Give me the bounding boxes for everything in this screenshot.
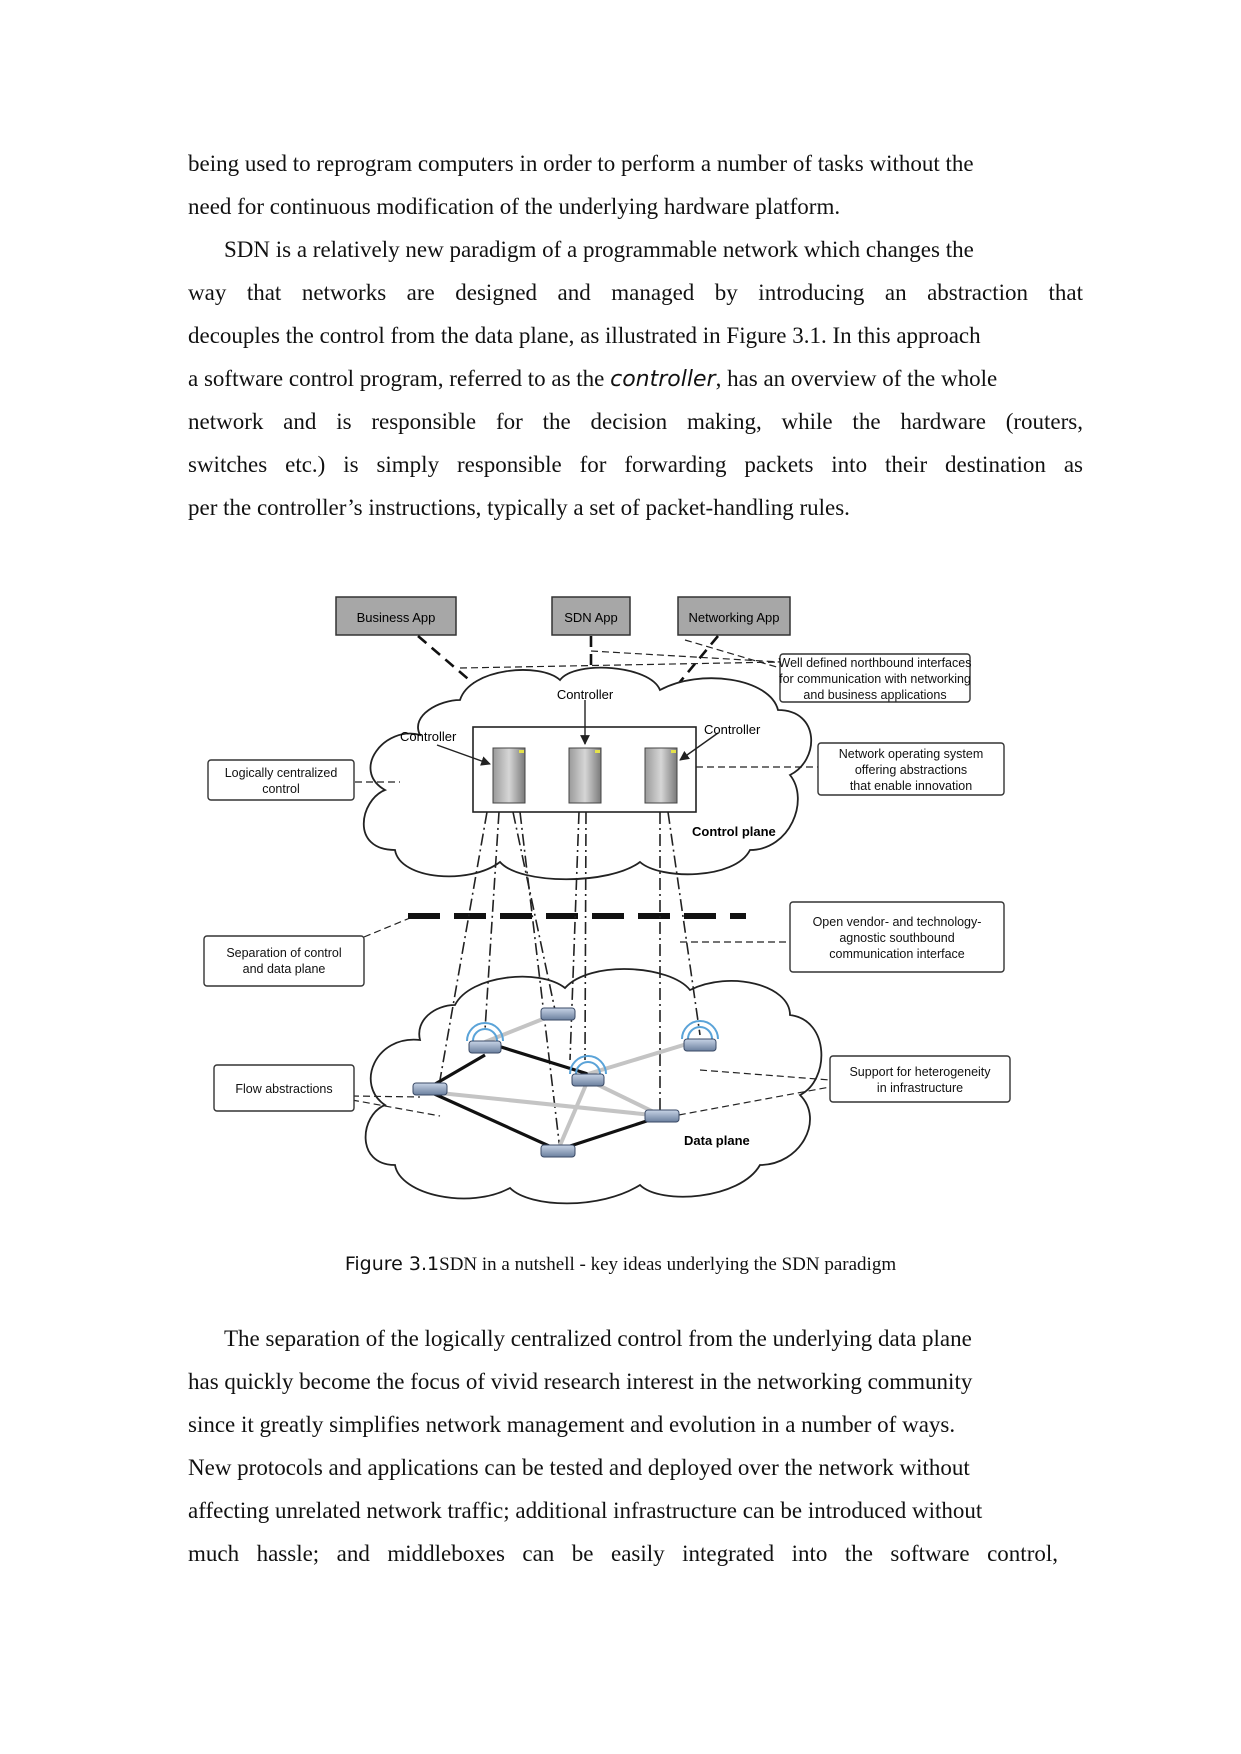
body-text-line: being used to reprogram computers in ord… (188, 151, 974, 176)
southbound-links (439, 811, 701, 1151)
heterogeneity-text: in infrastructure (877, 1081, 963, 1095)
data-plane-label: Data plane (684, 1133, 750, 1148)
southbound-text: communication interface (829, 947, 965, 961)
controller-label-top: Controller (557, 687, 614, 702)
controller-label-left: Controller (400, 729, 457, 744)
body-text-line: way that networks are designed and manag… (188, 280, 1083, 305)
southbound-text: agnostic southbound (839, 931, 954, 945)
callout-pointers (351, 639, 831, 1118)
control-plane-label: Control plane (692, 824, 776, 839)
figure-caption: Figure 3.1SDN in a nutshell - key ideas … (0, 1253, 1241, 1276)
body-text-line: switches etc.) is simply responsible for… (188, 452, 1083, 477)
body-text-line: per the controller’s instructions, typic… (188, 495, 850, 520)
body-text-line: affecting unrelated network traffic; add… (188, 1498, 983, 1523)
switch-icons (412, 1007, 680, 1158)
northbound-text: and business applications (803, 688, 946, 702)
flow-abstractions-text: Flow abstractions (235, 1082, 332, 1096)
nos-text: that enable innovation (850, 779, 972, 793)
sdn-app-label: SDN App (564, 610, 617, 625)
body-text-line: much hassle; and middleboxes can be easi… (188, 1541, 1058, 1566)
wireless-router-icons (466, 1020, 719, 1087)
server-icons (492, 747, 678, 804)
body-text-line: network and is responsible for the decis… (188, 409, 1083, 434)
business-app-label: Business App (357, 610, 436, 625)
text-run: a software control program, referred to … (188, 366, 611, 391)
separation-text: and data plane (243, 962, 326, 976)
logically-centralized-text: Logically centralized (225, 766, 338, 780)
heterogeneity-text: Support for heterogeneity (849, 1065, 991, 1079)
body-text-line: a software control program, referred to … (188, 365, 997, 394)
networking-app-label: Networking App (688, 610, 779, 625)
body-text-line: has quickly become the focus of vivid re… (188, 1369, 973, 1394)
nos-text: Network operating system (839, 747, 984, 761)
body-text-line: need for continuous modification of the … (188, 194, 841, 219)
body-text-line: The separation of the logically centrali… (224, 1326, 972, 1351)
app-boxes: Business App SDN App Networking App (335, 596, 791, 636)
southbound-text: Open vendor- and technology- (813, 915, 982, 929)
emphasis-controller: controller (610, 367, 716, 392)
body-text-line: since it greatly simplifies network mana… (188, 1412, 956, 1437)
nos-text: offering abstractions (855, 763, 967, 777)
body-text-line: New protocols and applications can be te… (188, 1455, 970, 1480)
separation-text: Separation of control (226, 946, 341, 960)
logically-centralized-text: control (262, 782, 300, 796)
controller-label-right: Controller (704, 722, 761, 737)
northbound-text: for communication with networking (779, 672, 971, 686)
text-run: , has an overview of the whole (715, 366, 998, 391)
northbound-text: Well defined northbound interfaces (779, 656, 972, 670)
body-text-line: SDN is a relatively new paradigm of a pr… (224, 237, 974, 262)
figure-caption-text: SDN in a nutshell - key ideas underlying… (439, 1254, 897, 1275)
body-text-line: decouples the control from the data plan… (188, 323, 981, 348)
callout-boxes (203, 653, 1011, 1112)
figure-caption-label: Figure 3.1 (344, 1253, 440, 1275)
